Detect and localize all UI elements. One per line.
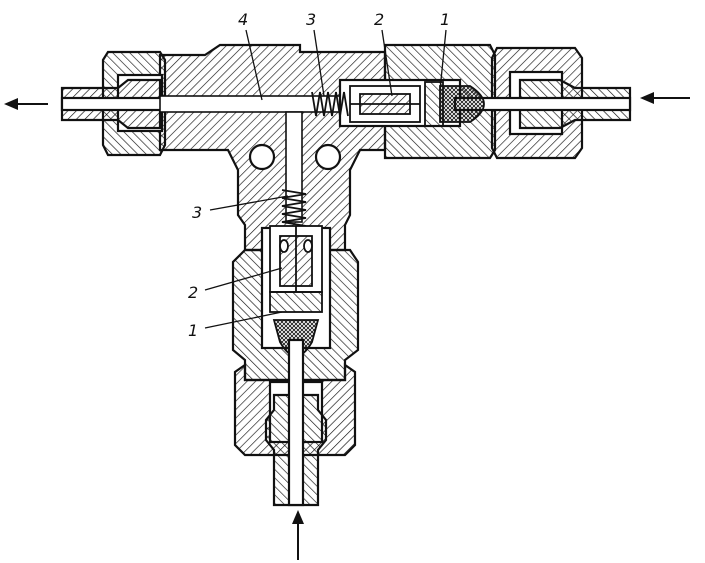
inlet-arrow-right (640, 92, 690, 104)
label-1-filter-top: 1 (440, 10, 450, 29)
inlet-arrow-bottom (292, 510, 304, 560)
label-3-spring-vertical: 3 (192, 203, 202, 222)
right-valve-cage (349, 85, 421, 123)
right-inlet-fitting (453, 78, 632, 130)
right-filter-cone (424, 81, 485, 127)
vertical-spring (281, 189, 307, 227)
label-3-spring-top: 3 (306, 10, 316, 29)
left-outlet-fitting (60, 78, 164, 130)
label-1-filter-vertical: 1 (188, 321, 198, 340)
leader-lines (204, 29, 447, 329)
label-2-cage-top: 2 (374, 10, 384, 29)
right-spring (311, 91, 349, 117)
label-2-cage-vertical: 2 (188, 283, 198, 302)
vertical-valve-cage (269, 225, 323, 313)
outlet-arrow-left (4, 98, 48, 110)
bottom-inlet-fitting (264, 338, 328, 507)
label-4-bore: 4 (238, 10, 248, 29)
